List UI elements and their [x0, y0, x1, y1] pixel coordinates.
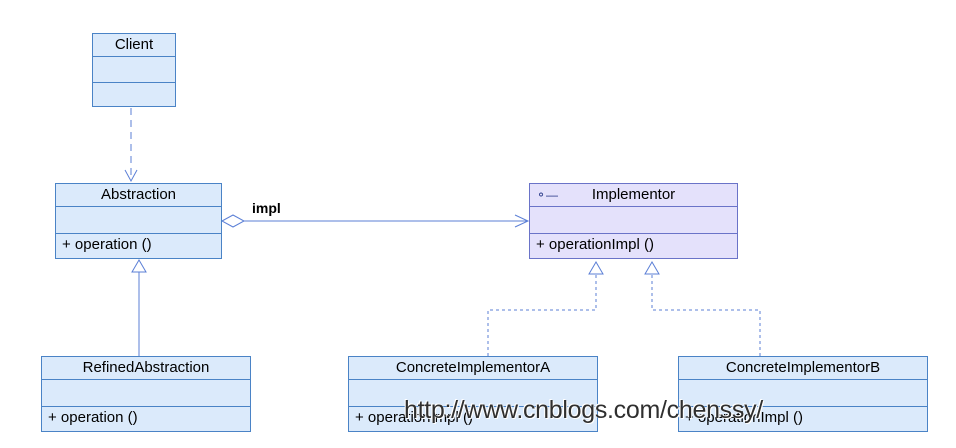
class-refined-abstraction-attributes	[42, 380, 250, 407]
dependency-arrowhead	[124, 169, 138, 183]
class-concrete-implementor-b[interactable]: ConcreteImplementorB + operationImpl ()	[678, 356, 928, 432]
class-client-name: Client	[93, 34, 175, 57]
class-concrete-implementor-b-name: ConcreteImplementorB	[679, 357, 927, 380]
class-abstraction-attributes	[56, 207, 221, 234]
class-client-operations	[93, 83, 175, 107]
operation-label: + operationImpl ()	[536, 236, 654, 253]
class-concrete-implementor-a[interactable]: ConcreteImplementorA + operationImpl ()	[348, 356, 598, 432]
class-concrete-implementor-a-name: ConcreteImplementorA	[349, 357, 597, 380]
class-abstraction-operations: + operation ()	[56, 234, 221, 256]
class-concrete-implementor-a-operations: + operationImpl ()	[349, 407, 597, 429]
class-refined-abstraction-operations: + operation ()	[42, 407, 250, 429]
watermark-url: http://www.cnblogs.com/chenssy/	[404, 396, 763, 424]
interface-icon: ⚬—	[536, 188, 559, 202]
class-client[interactable]: Client	[92, 33, 176, 107]
class-refined-abstraction-name: RefinedAbstraction	[42, 357, 250, 380]
operation-label: + operationImpl ()	[685, 409, 803, 426]
class-concrete-implementor-a-attributes	[349, 380, 597, 407]
aggregation-arrowhead	[514, 214, 530, 228]
realization-line-b	[651, 274, 761, 356]
realization-triangle-a	[588, 261, 604, 275]
class-implementor-name: Implementor	[591, 186, 676, 203]
realization-triangle-b	[644, 261, 660, 275]
class-implementor-attributes	[530, 207, 737, 234]
class-concrete-implementor-b-operations: + operationImpl ()	[679, 407, 927, 429]
operation-label: + operation ()	[48, 409, 138, 426]
class-client-attributes	[93, 57, 175, 83]
class-implementor[interactable]: ⚬— Implementor + operationImpl ()	[529, 183, 738, 259]
class-abstraction-name: Abstraction	[56, 184, 221, 207]
operation-label: + operationImpl ()	[355, 409, 473, 426]
aggregation-diamond	[220, 214, 246, 228]
class-implementor-operations: + operationImpl ()	[530, 234, 737, 256]
operation-label: + operation ()	[62, 236, 152, 253]
class-concrete-implementor-b-attributes	[679, 380, 927, 407]
association-role-label: impl	[252, 200, 281, 216]
class-abstraction[interactable]: Abstraction + operation ()	[55, 183, 222, 259]
realization-line-a	[487, 274, 597, 356]
class-refined-abstraction[interactable]: RefinedAbstraction + operation ()	[41, 356, 251, 432]
generalization-triangle	[131, 259, 147, 273]
